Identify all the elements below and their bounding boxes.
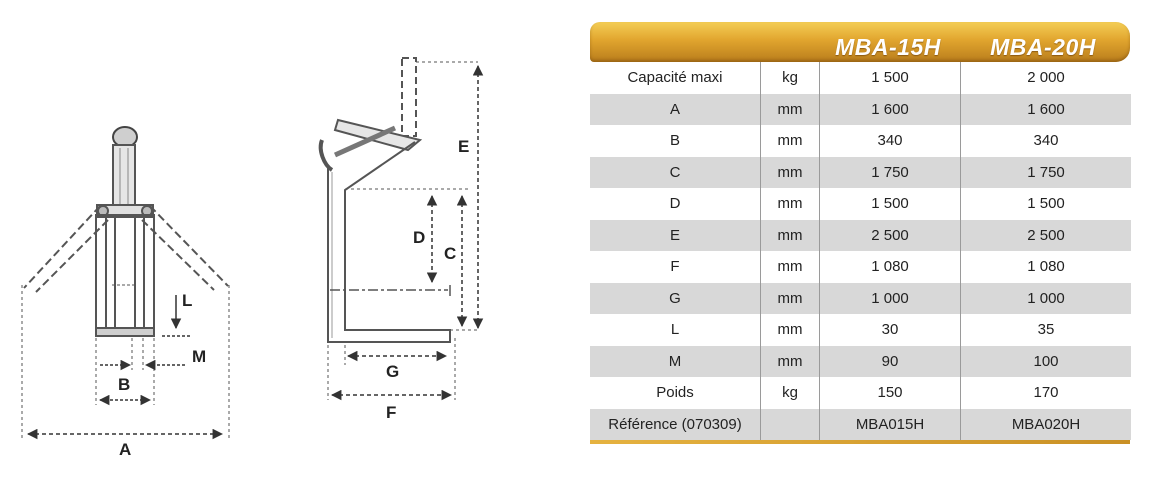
row-label: Référence (070309) bbox=[590, 408, 761, 440]
dim-label-l: L bbox=[182, 291, 192, 310]
row-value-mba15h: 1 500 bbox=[819, 188, 961, 220]
row-label: Capacité maxi bbox=[590, 62, 761, 94]
row-value-mba20h: 340 bbox=[960, 125, 1131, 157]
dim-label-g: G bbox=[386, 362, 399, 381]
row-value-mba20h: 170 bbox=[960, 377, 1131, 409]
row-value-mba15h: 1 500 bbox=[819, 62, 961, 94]
row-unit: mm bbox=[760, 156, 820, 188]
row-unit: mm bbox=[760, 251, 820, 283]
row-label: Poids bbox=[590, 377, 761, 409]
row-unit: mm bbox=[760, 219, 820, 251]
row-unit: kg bbox=[760, 62, 820, 94]
row-unit: mm bbox=[760, 125, 820, 157]
model-heading-1: MBA-15H bbox=[835, 34, 941, 60]
table-header-bar: MBA-15H MBA-20H bbox=[590, 22, 1130, 62]
front-view bbox=[21, 126, 230, 440]
row-value-mba20h: 2 500 bbox=[960, 219, 1131, 251]
row-label: C bbox=[590, 156, 761, 188]
front-dimensions bbox=[26, 295, 224, 440]
row-label: B bbox=[590, 125, 761, 157]
row-unit: kg bbox=[760, 377, 820, 409]
table-bottom-bar bbox=[590, 440, 1130, 444]
row-value-mba20h: 1 000 bbox=[960, 282, 1131, 314]
row-value-mba20h: MBA020H bbox=[960, 408, 1131, 440]
row-value-mba15h: 1 600 bbox=[819, 93, 961, 125]
row-value-mba15h: 1 080 bbox=[819, 251, 961, 283]
dim-label-e: E bbox=[458, 137, 469, 156]
row-unit bbox=[760, 408, 820, 440]
row-value-mba15h: 1 750 bbox=[819, 156, 961, 188]
row-unit: mm bbox=[760, 345, 820, 377]
dim-label-b: B bbox=[118, 375, 130, 394]
row-value-mba20h: 1 500 bbox=[960, 188, 1131, 220]
row-value-mba15h: 90 bbox=[819, 345, 961, 377]
row-unit: mm bbox=[760, 314, 820, 346]
row-value-mba20h: 1 080 bbox=[960, 251, 1131, 283]
row-label: F bbox=[590, 251, 761, 283]
model-heading-2: MBA-20H bbox=[990, 34, 1096, 60]
row-value-mba20h: 1 750 bbox=[960, 156, 1131, 188]
row-unit: mm bbox=[760, 93, 820, 125]
row-value-mba15h: 340 bbox=[819, 125, 961, 157]
row-label: G bbox=[590, 282, 761, 314]
row-value-mba15h: 2 500 bbox=[819, 219, 961, 251]
row-label: D bbox=[590, 188, 761, 220]
row-value-mba15h: 150 bbox=[819, 377, 961, 409]
row-value-mba15h: MBA015H bbox=[819, 408, 961, 440]
row-label: A bbox=[590, 93, 761, 125]
dim-label-c: C bbox=[444, 244, 456, 263]
dim-label-d: D bbox=[413, 228, 425, 247]
technical-diagram: A B M L E D C G F bbox=[21, 57, 484, 459]
side-view bbox=[318, 57, 480, 400]
row-label: E bbox=[590, 219, 761, 251]
row-unit: mm bbox=[760, 282, 820, 314]
side-dimensions bbox=[330, 64, 484, 401]
row-value-mba20h: 35 bbox=[960, 314, 1131, 346]
dim-label-f: F bbox=[386, 403, 396, 422]
row-unit: mm bbox=[760, 188, 820, 220]
row-value-mba20h: 1 600 bbox=[960, 93, 1131, 125]
row-value-mba20h: 100 bbox=[960, 345, 1131, 377]
row-label: L bbox=[590, 314, 761, 346]
dim-label-a: A bbox=[119, 440, 131, 459]
row-value-mba15h: 30 bbox=[819, 314, 961, 346]
row-value-mba15h: 1 000 bbox=[819, 282, 961, 314]
row-label: M bbox=[590, 345, 761, 377]
dim-label-m: M bbox=[192, 347, 206, 366]
row-value-mba20h: 2 000 bbox=[960, 62, 1131, 94]
